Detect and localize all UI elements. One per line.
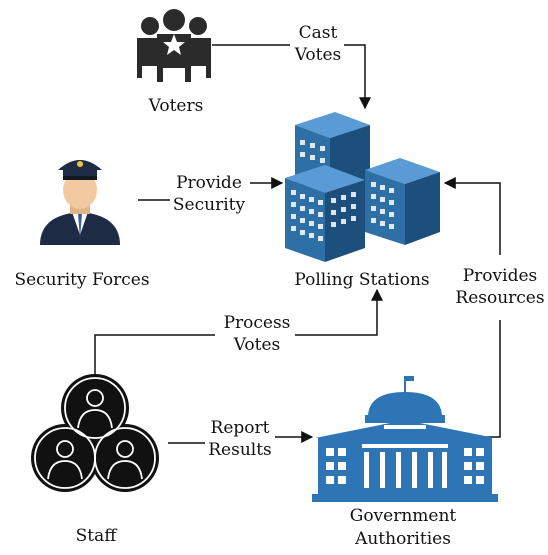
provide-security-label-line1: Provide: [176, 173, 242, 193]
edge-provide-security: [138, 183, 282, 201]
provide-security-label-line2: Security: [173, 195, 246, 215]
edge-report-results: [168, 437, 312, 443]
cast-votes-label-line2: Votes: [294, 45, 342, 65]
police-officer-icon: [40, 160, 120, 245]
government-label-line1: Government: [350, 506, 457, 526]
staff-label: Staff: [76, 526, 119, 546]
edge-provides-resources: [445, 183, 501, 438]
government-label-line2: Authorities: [354, 529, 451, 549]
polling-stations-label: Polling Stations: [294, 270, 429, 290]
edge-cast-votes: [212, 44, 371, 110]
provides-resources-label-line1: Provides: [463, 266, 538, 286]
process-votes-label-line2: Votes: [233, 335, 281, 355]
provides-resources-label-line2: Resources: [455, 288, 544, 308]
polling-stations-icon: [285, 112, 440, 262]
voters-icon: [137, 9, 211, 82]
report-results-label-line2: Results: [208, 440, 272, 460]
report-results-label-line1: Report: [211, 418, 270, 438]
security-forces-label: Security Forces: [14, 270, 149, 290]
cast-votes-label-line1: Cast: [299, 23, 338, 43]
process-votes-label-line1: Process: [224, 313, 291, 333]
voters-label: Voters: [148, 96, 204, 116]
staff-group-icon: [31, 374, 159, 492]
government-building-icon: [312, 376, 498, 502]
